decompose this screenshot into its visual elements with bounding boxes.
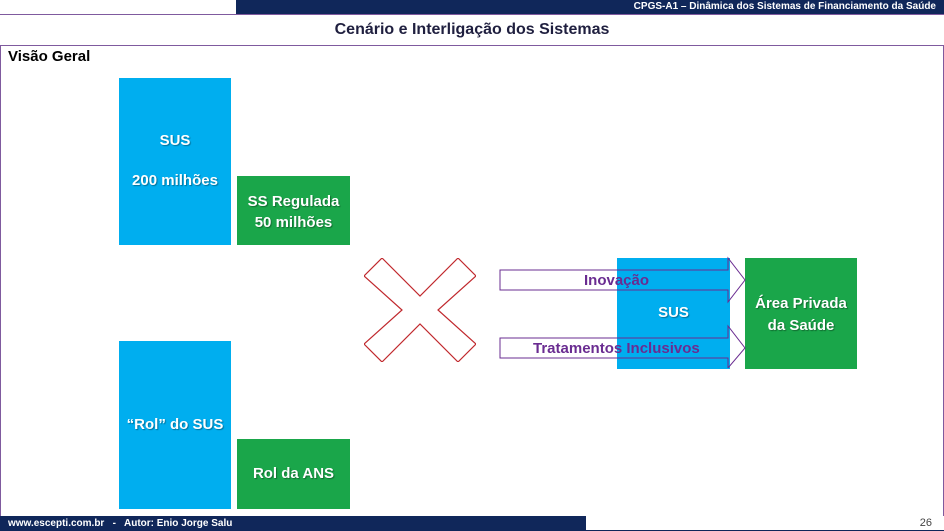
footer-separator: - — [112, 518, 117, 529]
page-number: 26 — [919, 517, 932, 529]
area-privada-line2: da Saúde — [767, 317, 835, 334]
rol-ans-label: Rol da ANS — [252, 465, 335, 482]
arrows-overlay — [499, 256, 746, 368]
innovation-arrow-icon — [499, 256, 746, 304]
area-privada-line1: Área Privada — [755, 295, 847, 312]
rol-ans-box: Rol da ANS — [237, 439, 350, 509]
rol-sus-label: “Rol” do SUS — [126, 416, 224, 433]
area-privada-box: Área Privada da Saúde — [745, 258, 857, 369]
sus-box: SUS 200 milhões — [119, 78, 231, 245]
ss-regulada-label: SS Regulada — [247, 193, 340, 210]
slide-title-bar: Cenário e Interligação dos Sistemas — [0, 14, 944, 46]
sus-right-box: SUS — [617, 258, 730, 369]
sus-box-population: 200 milhões — [132, 172, 218, 189]
section-title: Visão Geral — [8, 48, 91, 65]
innovation-label: Inovação — [584, 272, 650, 289]
ss-regulada-box: SS Regulada 50 milhões — [237, 176, 350, 245]
treatments-arrow-icon — [499, 324, 746, 368]
course-title: CPGS-A1 – Dinâmica dos Sistemas de Finan… — [633, 1, 936, 12]
cross-icon — [364, 258, 476, 362]
ss-regulada-population: 50 milhões — [254, 214, 333, 231]
slide-title: Cenário e Interligação dos Sistemas — [334, 21, 610, 38]
course-banner: CPGS-A1 – Dinâmica dos Sistemas de Finan… — [236, 0, 944, 14]
footer-bar: www.escepti.com.br - Autor: Enio Jorge S… — [0, 516, 586, 531]
treatments-label: Tratamentos Inclusivos — [533, 340, 700, 357]
rol-sus-box: “Rol” do SUS — [119, 341, 231, 509]
footer-author: Autor: Enio Jorge Salu — [123, 518, 233, 529]
sus-right-label: SUS — [658, 304, 689, 321]
sus-box-label: SUS — [159, 132, 191, 149]
footer-site: www.escepti.com.br — [8, 518, 105, 529]
